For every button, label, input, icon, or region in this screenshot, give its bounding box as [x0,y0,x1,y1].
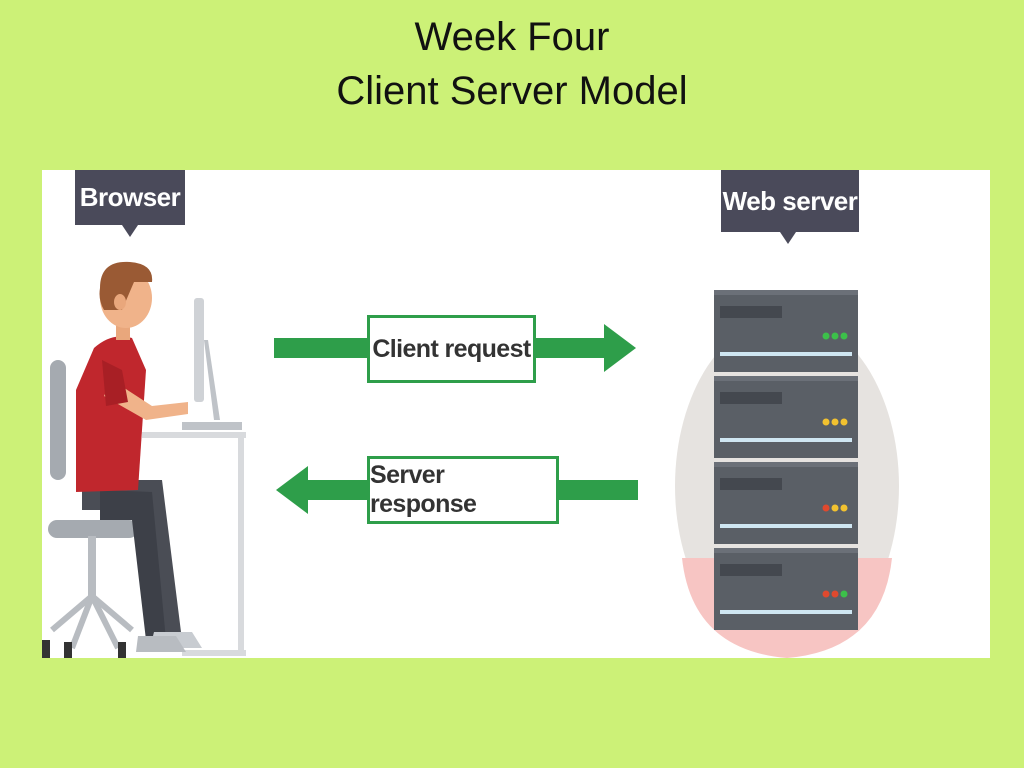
server-unit [714,290,858,372]
status-led [831,504,839,512]
web-server-illustration [675,290,899,658]
status-led [822,418,830,426]
status-led [822,504,830,512]
browser-label: Browser [75,170,185,237]
status-led [840,504,848,512]
status-led [840,418,848,426]
status-led [840,590,848,598]
server-unit [714,548,858,630]
server-unit [714,462,858,544]
client-person-illustration [42,261,246,658]
status-led [840,332,848,340]
slide-title: Week Four Client Server Model [0,10,1024,118]
status-led [822,332,830,340]
web-server-label: Web server [721,170,859,244]
status-led [831,418,839,426]
diagram-illustration [42,261,899,658]
client-server-diagram: Browser Web server Client request Server… [42,170,990,658]
status-led [831,590,839,598]
title-line-2: Client Server Model [336,69,688,113]
status-led [831,332,839,340]
client-request-label: Client request [367,315,536,383]
server-response-label: Server response [367,456,559,524]
title-line-1: Week Four [414,15,610,59]
server-unit [714,376,858,458]
status-led [822,590,830,598]
